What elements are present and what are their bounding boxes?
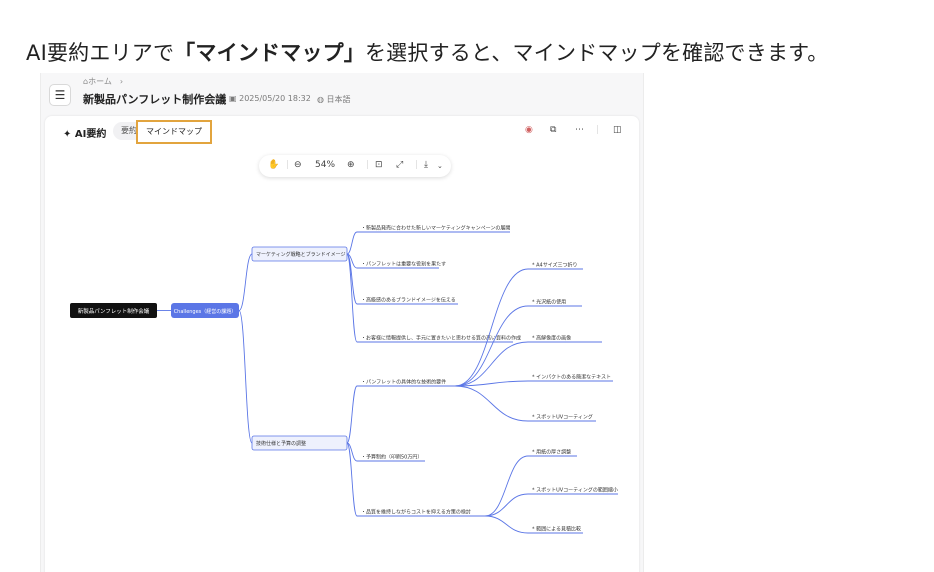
language-text: 日本語 bbox=[326, 95, 351, 104]
sparkle-icon: ✦ bbox=[63, 129, 72, 140]
copy-icon[interactable]: ⧉ bbox=[550, 125, 557, 135]
home-icon: ⌂ bbox=[83, 77, 89, 86]
mindmap-subbranch-label: ・品質を維持しながらコストを抑える方策の検討 bbox=[361, 509, 471, 516]
chevron-right-icon: › bbox=[119, 77, 124, 86]
ai-summary-label: AI要約 bbox=[74, 129, 107, 140]
chevron-down-icon[interactable]: ⌄ bbox=[437, 162, 443, 170]
mindmap-leaf: ・お客様に情報提供し、手元に置きたいと思わせる質の高い資料の作成 bbox=[361, 335, 521, 342]
side-panel-icon[interactable]: ◫ bbox=[613, 125, 622, 135]
mindmap-branch-label: 技術仕様と予算の調整 bbox=[256, 440, 306, 447]
mindmap-connector bbox=[454, 380, 529, 387]
breadcrumb[interactable]: ⌂ホーム › bbox=[83, 76, 123, 87]
toolbar-divider: | bbox=[286, 160, 290, 170]
mindmap-level1-label: Challenges（経営の課題） bbox=[174, 308, 237, 315]
mindmap-leaf: * 範囲による見積比較 bbox=[532, 526, 581, 533]
menu-button[interactable]: ☰ bbox=[49, 84, 71, 106]
mindmap-connector bbox=[454, 268, 529, 387]
datetime-text: 2025/05/20 18:32 bbox=[239, 94, 311, 103]
mindmap-connector bbox=[346, 253, 358, 343]
mindmap-leaf: ・高級感のあるブランドイメージを伝える bbox=[361, 297, 456, 304]
document-title: 新製品パンフレット制作会議 bbox=[83, 93, 227, 106]
mindmap-root-node bbox=[70, 303, 157, 318]
calendar-icon: ▣ bbox=[229, 94, 237, 103]
mindmap-connector bbox=[346, 231, 358, 255]
mindmap-subbranch-label: ・パンフレットの具体的な技術的要件 bbox=[361, 379, 446, 386]
zoom-out-icon[interactable]: ⊖ bbox=[294, 160, 302, 170]
mindmap-connector bbox=[454, 305, 529, 387]
mindmap-leaf: * 用紙の厚さ調整 bbox=[532, 449, 571, 456]
ai-chat-icon[interactable]: ◉ bbox=[525, 125, 533, 135]
mindmap-connector bbox=[484, 493, 529, 517]
mindmap-leaf: * A4サイズ三つ折り bbox=[532, 262, 578, 269]
download-icon[interactable]: ⤓ bbox=[424, 160, 428, 170]
zoom-level: 54% bbox=[315, 160, 336, 170]
hamburger-icon: ☰ bbox=[54, 88, 66, 102]
zoom-in-icon[interactable]: ⊕ bbox=[347, 160, 355, 170]
mindmap-connector bbox=[238, 253, 253, 311]
globe-icon: ◍ bbox=[317, 95, 324, 104]
app-screenshot: ☰ ⌂ホーム › 新製品パンフレット制作会議 ▣ 2025/05/20 18:32… bbox=[40, 73, 644, 572]
mindmap-connector bbox=[454, 341, 529, 387]
zoom-toolbar: ✋ | ⊖ 54% ⊕ | ⊡ ⤢ | ⤓ ⌄ bbox=[259, 155, 451, 177]
mindmap-leaf: * 高解像度の画像 bbox=[532, 335, 571, 342]
mindmap-connector bbox=[454, 385, 529, 422]
headline-text-after: を選択すると、マインドマップを確認できます。 bbox=[364, 41, 829, 65]
mindmap-connector bbox=[484, 515, 529, 534]
breadcrumb-home[interactable]: ホーム bbox=[88, 77, 112, 86]
mindmap-leaf: * インパクトのある簡潔なテキスト bbox=[532, 374, 611, 381]
mindmap-leaf: * スポットUVコーティングの範囲縮小 bbox=[532, 487, 618, 494]
mindmap-canvas[interactable]: 新製品パンフレット制作会議 Challenges（経営の課題） マーケティング戦略と… bbox=[45, 116, 639, 572]
mindmap-leaf: ・新製品発売に合わせた新しいマーケティングキャンペーンの展開 bbox=[361, 225, 510, 232]
toolbar-divider: | bbox=[366, 160, 370, 170]
tab-mindmap[interactable]: マインドマップ bbox=[136, 120, 212, 144]
mindmap-leaf: * スポットUVコーティング bbox=[532, 414, 593, 421]
fit-screen-icon[interactable]: ⊡ bbox=[375, 160, 383, 170]
headline-emphasis: 「マインドマップ」 bbox=[174, 41, 365, 65]
ai-summary-panel: ✦ AI要約 要約 マインドマップ ◉ ⧉ ⋯ | ◫ 新製品パンフレット制作会… bbox=[45, 116, 639, 572]
mindmap-root-label: 新製品パンフレット制作会議 bbox=[78, 307, 150, 315]
headline-text-before: AI要約エリアで bbox=[26, 41, 175, 65]
divider: | bbox=[596, 125, 600, 135]
mindmap-connector bbox=[346, 385, 358, 444]
mindmap-connector bbox=[238, 310, 253, 444]
mindmap-level1-node bbox=[171, 303, 239, 318]
toolbar-divider: | bbox=[415, 160, 419, 170]
more-options-icon[interactable]: ⋯ bbox=[575, 125, 584, 135]
document-language[interactable]: ◍ 日本語 bbox=[317, 94, 351, 105]
mindmap-leaf: ・パンフレットは重要な役割を果たす bbox=[361, 261, 446, 268]
document-datetime: ▣ 2025/05/20 18:32 bbox=[229, 94, 311, 103]
mindmap-connector bbox=[346, 442, 358, 517]
ai-summary-title: ✦ AI要約 bbox=[63, 125, 106, 140]
mindmap-leaf: * 光沢紙の使用 bbox=[532, 299, 566, 306]
mindmap-branch-label: マーケティング戦略とブランドイメージ bbox=[256, 251, 346, 258]
instruction-headline: AI要約エリアで「マインドマップ」を選択すると、マインドマップを確認できます。 bbox=[26, 37, 828, 67]
hand-icon[interactable]: ✋ bbox=[268, 160, 280, 170]
mindmap-subbranch-label: ・予算制約（印刷50万円） bbox=[361, 454, 422, 461]
document-header: ☰ ⌂ホーム › 新製品パンフレット制作会議 ▣ 2025/05/20 18:32… bbox=[41, 73, 643, 113]
fullscreen-icon[interactable]: ⤢ bbox=[396, 160, 404, 170]
mindmap-connector bbox=[484, 455, 529, 517]
